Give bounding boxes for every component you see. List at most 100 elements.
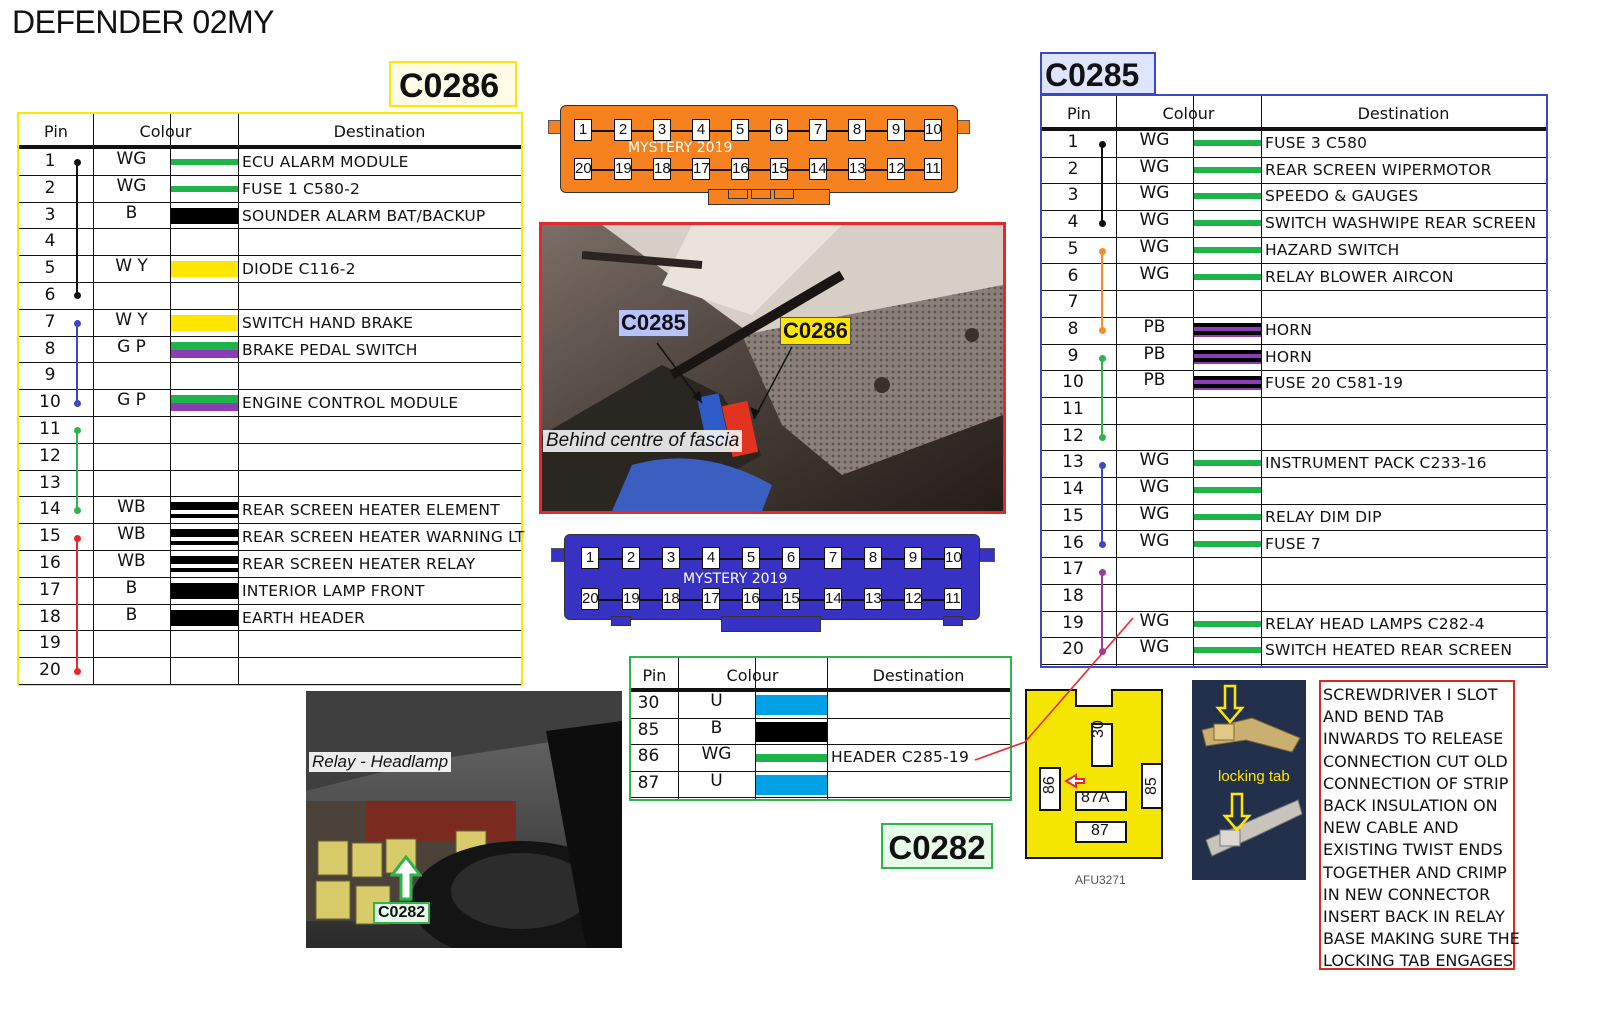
conn-blue-pin-19: 19 <box>622 588 640 610</box>
c0286-pin-number: 10 <box>39 392 61 413</box>
c0285-pin-number: 12 <box>1062 425 1084 446</box>
c0282-row-30: 30 U <box>631 691 1010 719</box>
c0285-wire-colour: WG <box>1139 156 1170 177</box>
c0285-row-5: 5 WG HAZARD SWITCH <box>1042 236 1546 265</box>
c0286-wire-swatch <box>171 609 238 626</box>
conn-orange-pin-4: 4 <box>692 119 710 141</box>
relay-pin-85-label: 85 <box>1143 777 1160 795</box>
c0285-wire-colour: WG <box>1139 637 1170 658</box>
c0285-row-17: 17 <box>1042 558 1546 585</box>
fascia-label-c0285: C0285 <box>618 309 689 337</box>
locking-tab-arrow-lower-icon <box>1222 792 1252 832</box>
c0286-wire-colour: W Y <box>115 309 148 330</box>
c0285-wire-colour: WG <box>1139 477 1170 498</box>
relay-photo-image <box>306 691 622 948</box>
c0285-row-2: 2 WG REAR SCREEN WIPERMOTOR <box>1042 156 1546 185</box>
relay-base-diagram <box>1025 689 1163 859</box>
c0285-pin-number: 18 <box>1062 585 1084 606</box>
c0282-header-colour: Colour <box>726 666 779 685</box>
c0286-wire-colour: WG <box>116 149 147 169</box>
conn-blue-pin-9: 9 <box>904 547 922 569</box>
c0285-destination: HORN <box>1265 320 1313 339</box>
conn-blue-pin-16: 16 <box>742 588 760 610</box>
c0286-wire-colour: G P <box>117 390 146 411</box>
instruction-line: IN NEW CONNECTOR <box>1323 884 1491 904</box>
c0285-pin-number: 11 <box>1062 399 1084 419</box>
c0286-pin-number: 5 <box>44 258 56 279</box>
c0285-destination: FUSE 20 C581-19 <box>1265 374 1404 393</box>
c0286-destination: ECU ALARM MODULE <box>242 153 409 171</box>
fascia-label-c0286: C0286 <box>780 317 851 345</box>
c0286-wire-swatch <box>171 502 238 519</box>
relay-caption: Relay - Headlamp <box>309 752 452 772</box>
c0285-wire-swatch <box>1194 483 1261 498</box>
c0285-wire-colour: PB <box>1143 370 1166 391</box>
c0285-row-10: 10 PB FUSE 20 C581-19 <box>1042 370 1546 398</box>
c0285-pin-group-marker <box>1098 248 1106 335</box>
c0282-row-86: 86 WG HEADER C285-19 <box>631 744 1010 772</box>
conn-orange-pin-8: 8 <box>848 119 866 141</box>
terminal-photo-image <box>1192 680 1306 880</box>
c0286-row-16: 16 WB REAR SCREEN HEATER RELAY <box>19 551 521 578</box>
c0286-wire-colour: B <box>125 604 138 625</box>
c0285-pin-table: Pin Colour Destination 1 WG FUSE 3 C580 … <box>1040 94 1548 668</box>
c0285-row-11: 11 <box>1042 398 1546 425</box>
c0285-pin-number: 4 <box>1067 212 1079 233</box>
c0282-row-85: 85 B <box>631 718 1010 746</box>
c0285-pin-number: 1 <box>1067 132 1079 152</box>
c0286-wire-colour: WB <box>117 497 146 518</box>
c0286-wire-colour: WG <box>116 175 147 196</box>
conn-blue-pin-20: 20 <box>581 588 599 610</box>
conn-orange-pin-10: 10 <box>924 119 942 141</box>
c0285-pin-number: 15 <box>1062 505 1084 526</box>
document-title: DEFENDER 02MY <box>12 4 275 40</box>
c0285-pin-group-marker <box>1098 141 1106 228</box>
relay-pin-87a-label: 87A <box>1081 789 1110 806</box>
c0286-row-10: 10 G P ENGINE CONTROL MODULE <box>19 390 521 417</box>
c0286-destination: REAR SCREEN HEATER ELEMENT <box>242 501 500 520</box>
instruction-line: SCREWDRIVER I SLOT <box>1323 685 1498 704</box>
c0285-wire-swatch <box>1194 269 1261 284</box>
c0285-row-9: 9 PB HORN <box>1042 344 1546 372</box>
c0282-wire-swatch <box>756 774 827 795</box>
c0286-row-8: 8 G P BRAKE PEDAL SWITCH <box>19 337 521 364</box>
c0285-wire-swatch <box>1194 189 1261 204</box>
c0285-pin-number: 3 <box>1067 185 1079 206</box>
instruction-line: NEW CABLE AND <box>1323 818 1459 838</box>
conn-blue-pin-11: 11 <box>944 588 962 610</box>
c0285-row-7: 7 <box>1042 291 1546 318</box>
fascia-photo: C0285 C0286 Behind centre of fascia <box>539 222 1006 514</box>
c0285-wire-colour: WG <box>1139 530 1170 551</box>
c0286-row-12: 12 <box>19 444 521 471</box>
conn-orange-label: MYSTERY 2019 <box>628 140 733 156</box>
c0285-wire-colour: WG <box>1139 236 1170 257</box>
conn-orange-pin-11: 11 <box>924 158 942 180</box>
c0286-wire-swatch <box>171 261 238 278</box>
c0286-wire-colour: WB <box>117 524 146 545</box>
c0286-wire-swatch <box>171 180 238 197</box>
c0286-row-3: 3 B SOUNDER ALARM BAT/BACKUP <box>19 203 521 230</box>
conn-orange-pin-18: 18 <box>653 158 671 180</box>
c0285-wire-swatch <box>1194 136 1261 150</box>
instruction-line: BACK INSULATION ON <box>1323 796 1498 816</box>
conn-orange-pin-3: 3 <box>653 119 671 141</box>
c0285-wire-colour: PB <box>1143 316 1166 337</box>
c0286-wire-colour: W Y <box>115 256 148 277</box>
c0282-title: C0282 <box>881 823 993 869</box>
relay-photo: Relay - Headlamp C0282 <box>306 691 622 948</box>
conn-orange-pin-13: 13 <box>848 158 866 180</box>
c0286-pin-group-marker <box>73 534 81 675</box>
c0286-wire-swatch <box>171 207 238 224</box>
c0286-pin-number: 16 <box>39 553 61 573</box>
c0286-pin-number: 12 <box>39 445 61 466</box>
c0286-destination: FUSE 1 C580-2 <box>242 179 361 198</box>
c0286-row-17: 17 B INTERIOR LAMP FRONT <box>19 578 521 605</box>
c0286-pin-number: 8 <box>44 338 56 359</box>
c0286-wire-colour: B <box>125 577 138 598</box>
c0282-wire-swatch <box>756 748 827 769</box>
c0286-header-pin: Pin <box>44 122 68 141</box>
c0285-destination: SWITCH HEATED REAR SCREEN <box>1265 641 1513 660</box>
c0285-wire-swatch <box>1194 536 1261 551</box>
c0286-destination: INTERIOR LAMP FRONT <box>242 581 425 600</box>
